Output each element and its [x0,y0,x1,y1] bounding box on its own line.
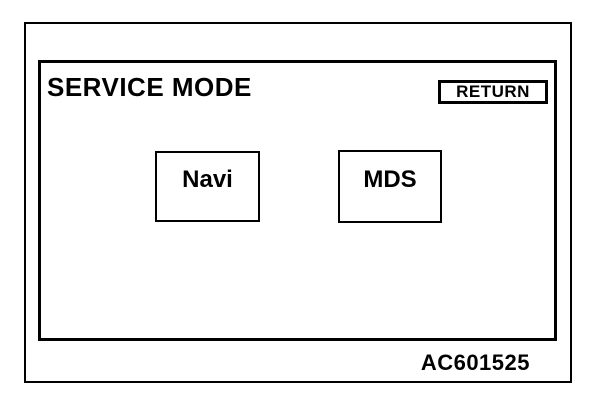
figure-code: AC601525 [420,350,530,375]
navi-button[interactable]: Navi [155,151,260,222]
mds-button[interactable]: MDS [338,150,442,223]
return-button[interactable]: RETURN [438,80,548,104]
screen-title: SERVICE MODE [47,72,252,102]
service-mode-screen [38,60,557,341]
